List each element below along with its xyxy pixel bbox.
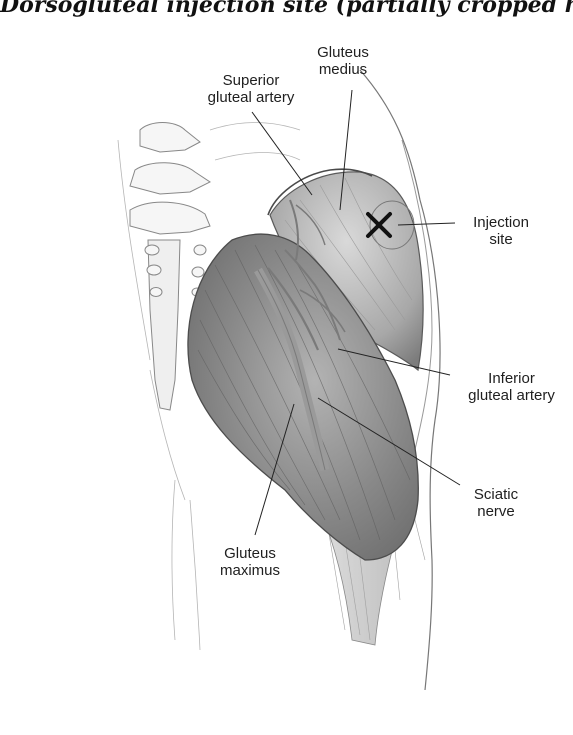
label-gluteus-maximus: Gluteus maximus [210,545,290,579]
label-inferior-gluteal-artery: Inferior gluteal artery [450,370,573,404]
label-injection-site: Injection site [456,214,546,248]
label-gluteus-medius: Gluteus medius [306,44,380,78]
label-superior-gluteal-artery: Superior gluteal artery [186,72,316,106]
label-sciatic-nerve: Sciatic nerve [456,486,536,520]
leader-superior-gluteal-artery [252,112,312,195]
